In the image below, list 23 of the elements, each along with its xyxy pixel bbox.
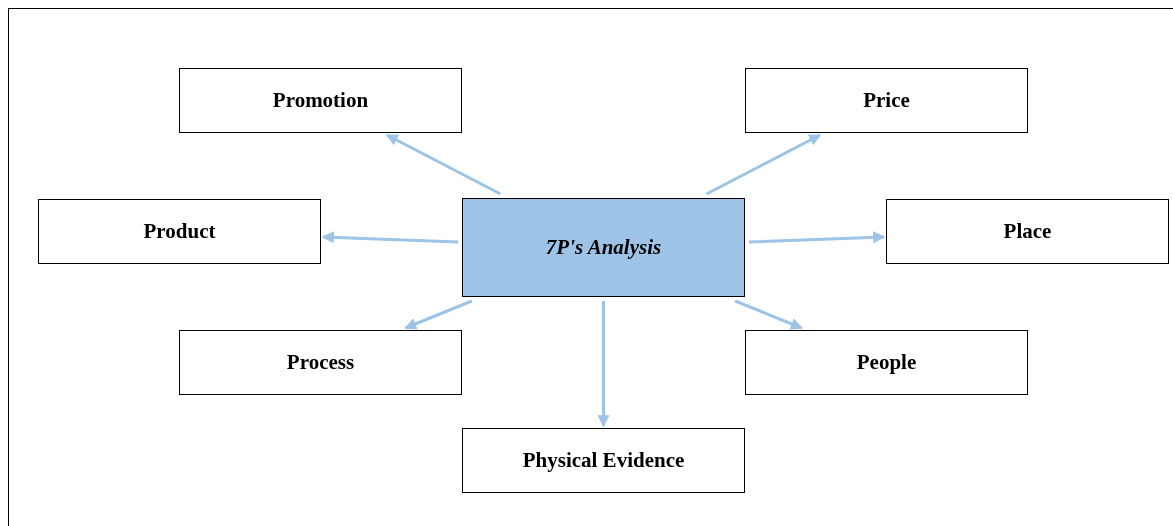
box-label: 7P's Analysis [545, 235, 662, 260]
category-box [462, 428, 745, 493]
arrow [705, 133, 822, 196]
category-box [745, 68, 1028, 133]
category-box [38, 199, 321, 264]
box-label: Process [286, 350, 355, 375]
box-label: Price [863, 88, 910, 113]
arrow [597, 301, 610, 428]
central-box [462, 198, 745, 297]
box-label: Promotion [272, 88, 369, 113]
box-label: Product [143, 219, 216, 244]
box-label: People [856, 350, 917, 375]
category-box [745, 330, 1028, 395]
arrow [404, 299, 473, 330]
arrow [321, 231, 459, 244]
category-box [886, 199, 1169, 264]
category-box [179, 68, 462, 133]
box-label: Place [1003, 219, 1052, 244]
arrow [385, 133, 502, 196]
arrow [748, 231, 886, 244]
arrow [734, 299, 803, 330]
category-box [179, 330, 462, 395]
box-label: Physical Evidence [522, 448, 685, 473]
